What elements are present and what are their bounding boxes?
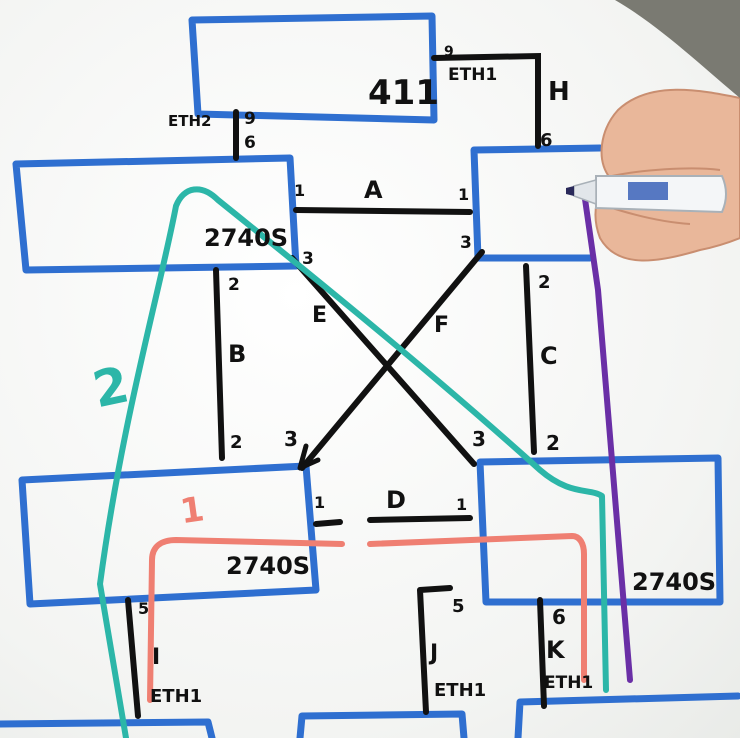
port-h-top: 9: [444, 44, 454, 60]
link-label-j: J: [428, 641, 438, 666]
link-a-line: [293, 207, 473, 215]
port-h-bottom: 6: [540, 130, 553, 151]
device-label-left-lower: 2740S: [226, 552, 310, 580]
port-rl-e: 3: [472, 427, 486, 451]
link-label-h: H: [548, 77, 570, 107]
device-box-bottom-right: [514, 692, 740, 738]
port-j-top: 5: [452, 596, 465, 617]
link-label-e: E: [312, 303, 327, 328]
port-i-top: 5: [138, 599, 149, 618]
device-box-left-upper: [12, 154, 300, 274]
device-box-top: [188, 12, 438, 124]
link-label-b: B: [228, 340, 246, 368]
port-b-top: 2: [228, 275, 240, 295]
device-box-right-lower: [476, 454, 724, 606]
device-label-right-lower: 2740S: [632, 568, 716, 596]
port-a-right: 1: [458, 185, 469, 204]
port-c-bottom: 2: [546, 431, 560, 455]
port-top-eth2-num: 9: [244, 109, 256, 129]
device-label-left-upper: 2740S: [204, 224, 288, 252]
link-label-d: D: [386, 486, 406, 514]
link-label-c: C: [540, 342, 558, 370]
port-ru-f: 3: [460, 233, 472, 253]
port-b-bottom: 2: [230, 432, 243, 453]
port-k-eth: ETH1: [544, 673, 593, 693]
port-j-eth: ETH1: [434, 680, 486, 701]
port-i-eth: ETH1: [150, 686, 202, 707]
link-label-a: A: [364, 176, 383, 204]
port-lu-e: 3: [302, 249, 314, 269]
link-e-line: [289, 255, 477, 467]
port-k-top: 6: [552, 605, 566, 629]
port-d-right: 1: [456, 495, 467, 514]
link-f-arrowhead: [297, 443, 321, 471]
link-d-right-line: [367, 515, 473, 523]
red-path-1: [147, 533, 587, 703]
device-label-top: 411: [368, 73, 439, 113]
purple-path: [581, 189, 633, 683]
port-a-left: 1: [294, 181, 305, 200]
link-label-f: F: [434, 313, 449, 338]
link-i-line: [125, 597, 141, 719]
red-path-number: 1: [178, 489, 207, 532]
link-k-line: [537, 597, 547, 709]
link-label-i: I: [152, 645, 160, 670]
port-d-left: 1: [314, 493, 325, 512]
device-box-left-lower: [18, 462, 320, 608]
link-j-line: [417, 585, 453, 715]
link-c-line: [523, 263, 537, 455]
port-top-eth1: ETH1: [448, 65, 497, 85]
port-lu-eth: 6: [244, 133, 256, 153]
port-ll-f: 3: [284, 427, 298, 451]
device-box-bottom-middle: [296, 710, 468, 738]
hand-holding-marker-icon: [594, 0, 740, 262]
teal-path-2: [97, 186, 609, 738]
link-label-k: K: [546, 636, 566, 664]
port-c-top: 2: [538, 272, 551, 293]
whiteboard-marker-icon: [566, 175, 727, 214]
link-h-line: [431, 52, 541, 149]
teal-path-number: 2: [88, 355, 134, 419]
link-f-line: [299, 249, 485, 471]
link-d-left-line: [313, 519, 343, 527]
port-top-eth2: ETH2: [168, 112, 211, 130]
device-box-bottom-left: [0, 718, 216, 738]
device-box-right-upper: [470, 144, 604, 262]
link-b-line: [213, 267, 225, 461]
